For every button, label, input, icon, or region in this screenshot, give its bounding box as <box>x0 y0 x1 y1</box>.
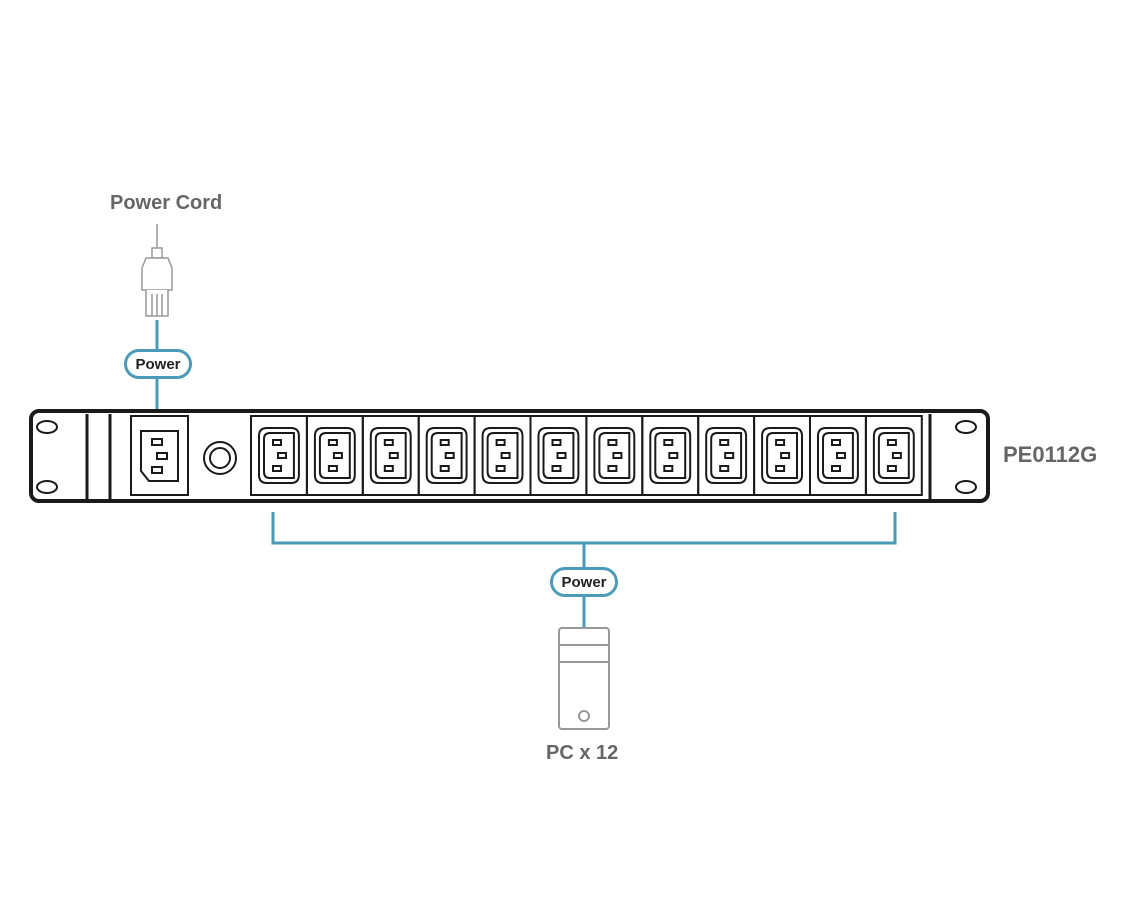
pc-tower-icon <box>558 627 610 730</box>
outlet-bank <box>250 415 923 496</box>
outlet-3 <box>361 415 420 496</box>
power-inlet <box>130 415 189 496</box>
outlet-6 <box>529 415 588 496</box>
left-ear-bottom-slot <box>36 480 58 494</box>
power-plug-icon <box>141 224 173 317</box>
outlet-7 <box>585 415 644 496</box>
left-ear-top-slot <box>36 420 58 434</box>
circuit-breaker-button <box>203 441 237 475</box>
outlet-12 <box>864 415 923 496</box>
output-power-badge: Power <box>550 567 618 597</box>
input-power-badge: Power <box>124 349 192 379</box>
right-ear-bottom-slot <box>955 480 977 494</box>
outlet-9 <box>697 415 756 496</box>
outlet-4 <box>417 415 476 496</box>
right-ear-top-slot <box>955 420 977 434</box>
pc-label: PC x 12 <box>546 742 619 764</box>
power-cord-label: Power Cord <box>110 192 223 214</box>
model-label: PE0112G <box>1003 442 1098 467</box>
outlet-2 <box>305 415 364 496</box>
output-link-line <box>271 512 897 628</box>
